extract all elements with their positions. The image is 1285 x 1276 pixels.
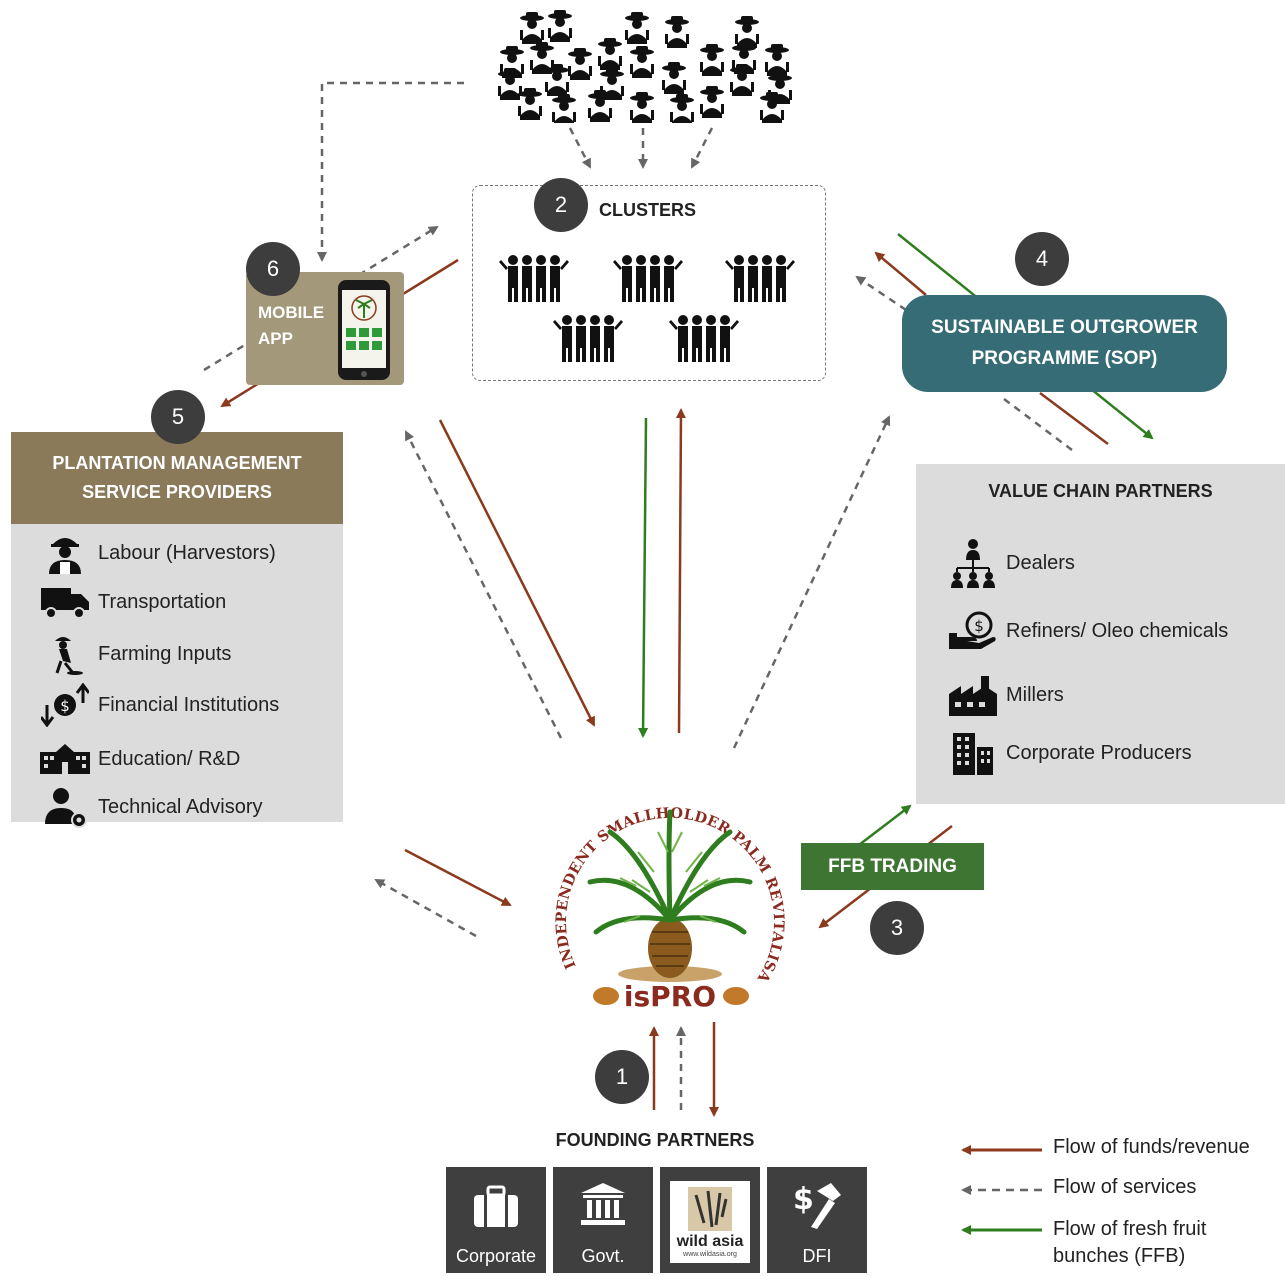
ispro-to-pmsp-service (374, 878, 477, 938)
badge-2: 2 (534, 178, 588, 232)
vcp-to-sop-funds (1039, 392, 1109, 445)
farmers-to-clusters-arrow-1 (568, 127, 592, 169)
pmsp-item-finance: $ Financial Institutions (40, 683, 280, 727)
cluster-groups-icon (499, 255, 795, 362)
partner-label: Corporate (455, 1246, 537, 1266)
partner-corporate-tile: Corporate (446, 1167, 546, 1273)
wild-asia-url: www.wildasia.org (683, 1251, 737, 1258)
ispro-logo: INDEPENDENT SMALLHOLDER PALM REVITALISAT… (540, 752, 787, 1013)
vcp-item-label: Refiners/ Oleo chemicals (1006, 619, 1229, 642)
farmers-crowd-icon (498, 10, 792, 123)
pmsp-item-label: Technical Advisory (98, 795, 263, 818)
app-to-ispro-funds (438, 419, 596, 727)
briefcase-icon (474, 1185, 518, 1227)
sop-title-line2: PROGRAMME (SOP) (971, 347, 1158, 369)
farmers-to-clusters-arrow-3 (690, 127, 714, 169)
wild-asia-name: wild asia (676, 1233, 744, 1250)
mobile-app-title-line1: MOBILE (258, 303, 325, 322)
partner-label: Govt. (581, 1246, 625, 1266)
partner-wildasia-tile: wild asia www.wildasia.org (660, 1167, 760, 1273)
badge-1: 1 (595, 1050, 649, 1104)
farmer-icon (40, 633, 90, 675)
clusters-to-ispro-ffb (638, 417, 649, 738)
mobile-app-title-line2: APP (258, 329, 293, 349)
pmsp-item-labour: Labour (Harvestors) (40, 532, 276, 574)
harvester-icon (40, 532, 90, 574)
founding-title: FOUNDING PARTNERS (555, 1130, 755, 1150)
badge-3: 3 (870, 901, 924, 955)
ffb-trading-box: FFB TRADING (801, 843, 984, 890)
truck-icon (40, 581, 90, 623)
pmsp-item-advisory: Technical Advisory (40, 786, 263, 828)
vcp-item-dealers: Dealers (948, 539, 1075, 588)
vcp-item-label: Corporate Producers (1006, 741, 1192, 764)
legend-ffb-line1: Flow of fresh fruit (1053, 1218, 1207, 1240)
ispro-name: isPRO (624, 980, 716, 1013)
pmsp-item-label: Labour (Harvestors) (98, 541, 276, 564)
pmsp-item-label: Education/ R&D (98, 747, 241, 770)
money-flow-icon: $ (40, 683, 90, 727)
dollar-hammer-icon: $ (793, 1182, 841, 1229)
ispro-to-app-service (404, 430, 563, 739)
legend-ffb-line2: bunches (FFB) (1053, 1245, 1186, 1267)
tiger-icon (688, 1187, 732, 1231)
badge-5: 5 (151, 390, 205, 444)
sop-to-clusters-funds (874, 251, 927, 296)
vcp-item-refiners: $ Refiners/ Oleo chemicals (948, 610, 1228, 652)
hierarchy-icon (948, 539, 998, 588)
partner-govt-tile: Govt. (553, 1167, 653, 1273)
mobile-app-title: MOBILE APP (258, 300, 324, 353)
clusters-box (472, 185, 826, 381)
pmsp-title-line1: PLANTATION MANAGEMENT (52, 453, 302, 474)
legend-ffb-label: Flow of fresh fruit bunches (FFB) (1053, 1216, 1206, 1270)
partner-dfi-tile: $ DFI (767, 1167, 867, 1273)
legend-funds-label: Flow of funds/revenue (1053, 1136, 1250, 1158)
vcp-item-corporate: Corporate Producers (948, 732, 1192, 775)
advisor-icon (40, 786, 90, 828)
pmsp-item-label: Transportation (98, 590, 227, 613)
legend-services-label: Flow of services (1053, 1176, 1197, 1198)
sop-title-line1: SUSTAINABLE OUTGROWER (931, 317, 1198, 339)
school-icon (40, 738, 90, 780)
ispro-to-sop-service (732, 415, 891, 749)
pmsp-to-ispro-funds (404, 848, 512, 907)
sop-box: SUSTAINABLE OUTGROWER PROGRAMME (SOP) (902, 295, 1227, 392)
vcp-item-millers: Millers (948, 674, 1064, 716)
wild-asia-logo: wild asia www.wildasia.org (670, 1181, 750, 1263)
buildings-icon (948, 732, 998, 775)
svg-text:$: $ (793, 1182, 814, 1217)
svg-text:$: $ (974, 617, 984, 635)
vcp-item-label: Dealers (1006, 551, 1075, 574)
factory-icon (948, 674, 998, 716)
vcp-title: VALUE CHAIN PARTNERS (988, 481, 1213, 501)
ispro-to-clusters-funds (675, 408, 686, 734)
clusters-title: CLUSTERS (599, 200, 697, 220)
government-building-icon (581, 1183, 625, 1225)
sop-to-clusters-service (855, 275, 907, 312)
badge-4: 4 (1015, 232, 1069, 286)
vcp-to-sop-service (999, 395, 1073, 451)
svg-text:$: $ (60, 697, 70, 715)
pmsp-title-line2: SERVICE PROVIDERS (82, 482, 272, 502)
pmsp-item-label: Financial Institutions (98, 693, 280, 716)
pmsp-item-label: Farming Inputs (98, 642, 232, 665)
pmsp-item-education: Education/ R&D (40, 738, 240, 780)
vcp-item-label: Millers (1006, 683, 1064, 706)
pmsp-item-farming: Farming Inputs (40, 633, 231, 675)
badge-6: 6 (246, 242, 300, 296)
smartphone-icon (338, 280, 390, 380)
pmsp-header: PLANTATION MANAGEMENT SERVICE PROVIDERS (11, 432, 343, 524)
hand-coin-icon: $ (948, 610, 998, 652)
farmers-to-app-arrow (317, 81, 464, 262)
partner-label: DFI (802, 1246, 832, 1266)
pmsp-item-transport: Transportation (40, 581, 226, 623)
